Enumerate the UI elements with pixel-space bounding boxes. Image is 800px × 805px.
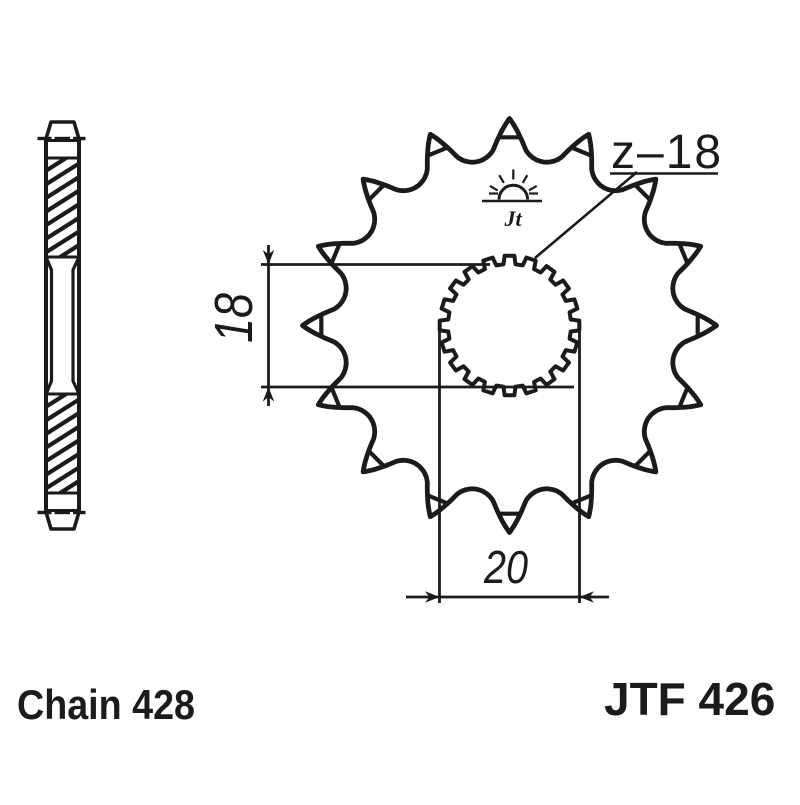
svg-text:18: 18 <box>204 293 264 343</box>
svg-text:JTF 426: JTF 426 <box>604 673 775 725</box>
svg-text:20: 20 <box>483 541 528 593</box>
svg-text:Jt: Jt <box>503 206 522 231</box>
svg-text:z–18: z–18 <box>611 126 723 179</box>
svg-text:Chain 428: Chain 428 <box>17 681 195 728</box>
